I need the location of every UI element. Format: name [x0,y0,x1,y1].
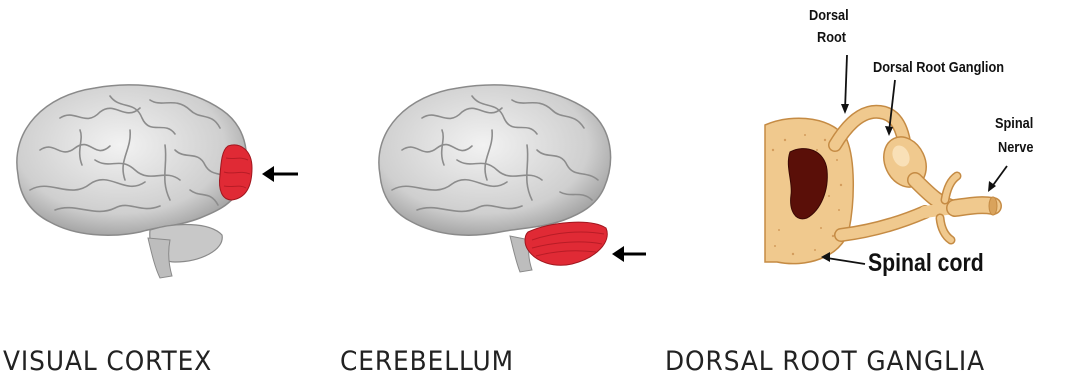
dorsal-root-ganglia-caption: DORSAL ROOT GANGLIA [665,346,985,377]
visual-cortex-pointer-arrow [262,166,298,182]
spinal-nerve-label-line1: Spinal [995,116,1033,132]
cerebellum-caption: CEREBELLUM [340,346,514,377]
brain-visual-cortex-image [0,0,320,330]
cerebellum-panel [360,0,660,387]
cerebellum-pointer-arrow [612,246,646,262]
dorsal-root-ganglion-label: Dorsal Root Ganglion [873,60,1004,76]
spinal-cord-label: Spinal cord [868,250,984,276]
visual-cortex-caption: VISUAL CORTEX [3,346,212,377]
dorsal-root-label-line2: Root [817,30,846,46]
dorsal-root-ganglia-panel: Dorsal Root Dorsal Root Ganglion Spinal … [755,0,1080,387]
brain-cerebellum-image [360,0,660,330]
spinal-nerve-label-line2: Nerve [998,140,1033,156]
visual-cortex-panel [0,0,320,387]
dorsal-root-label-line1: Dorsal [809,8,849,24]
